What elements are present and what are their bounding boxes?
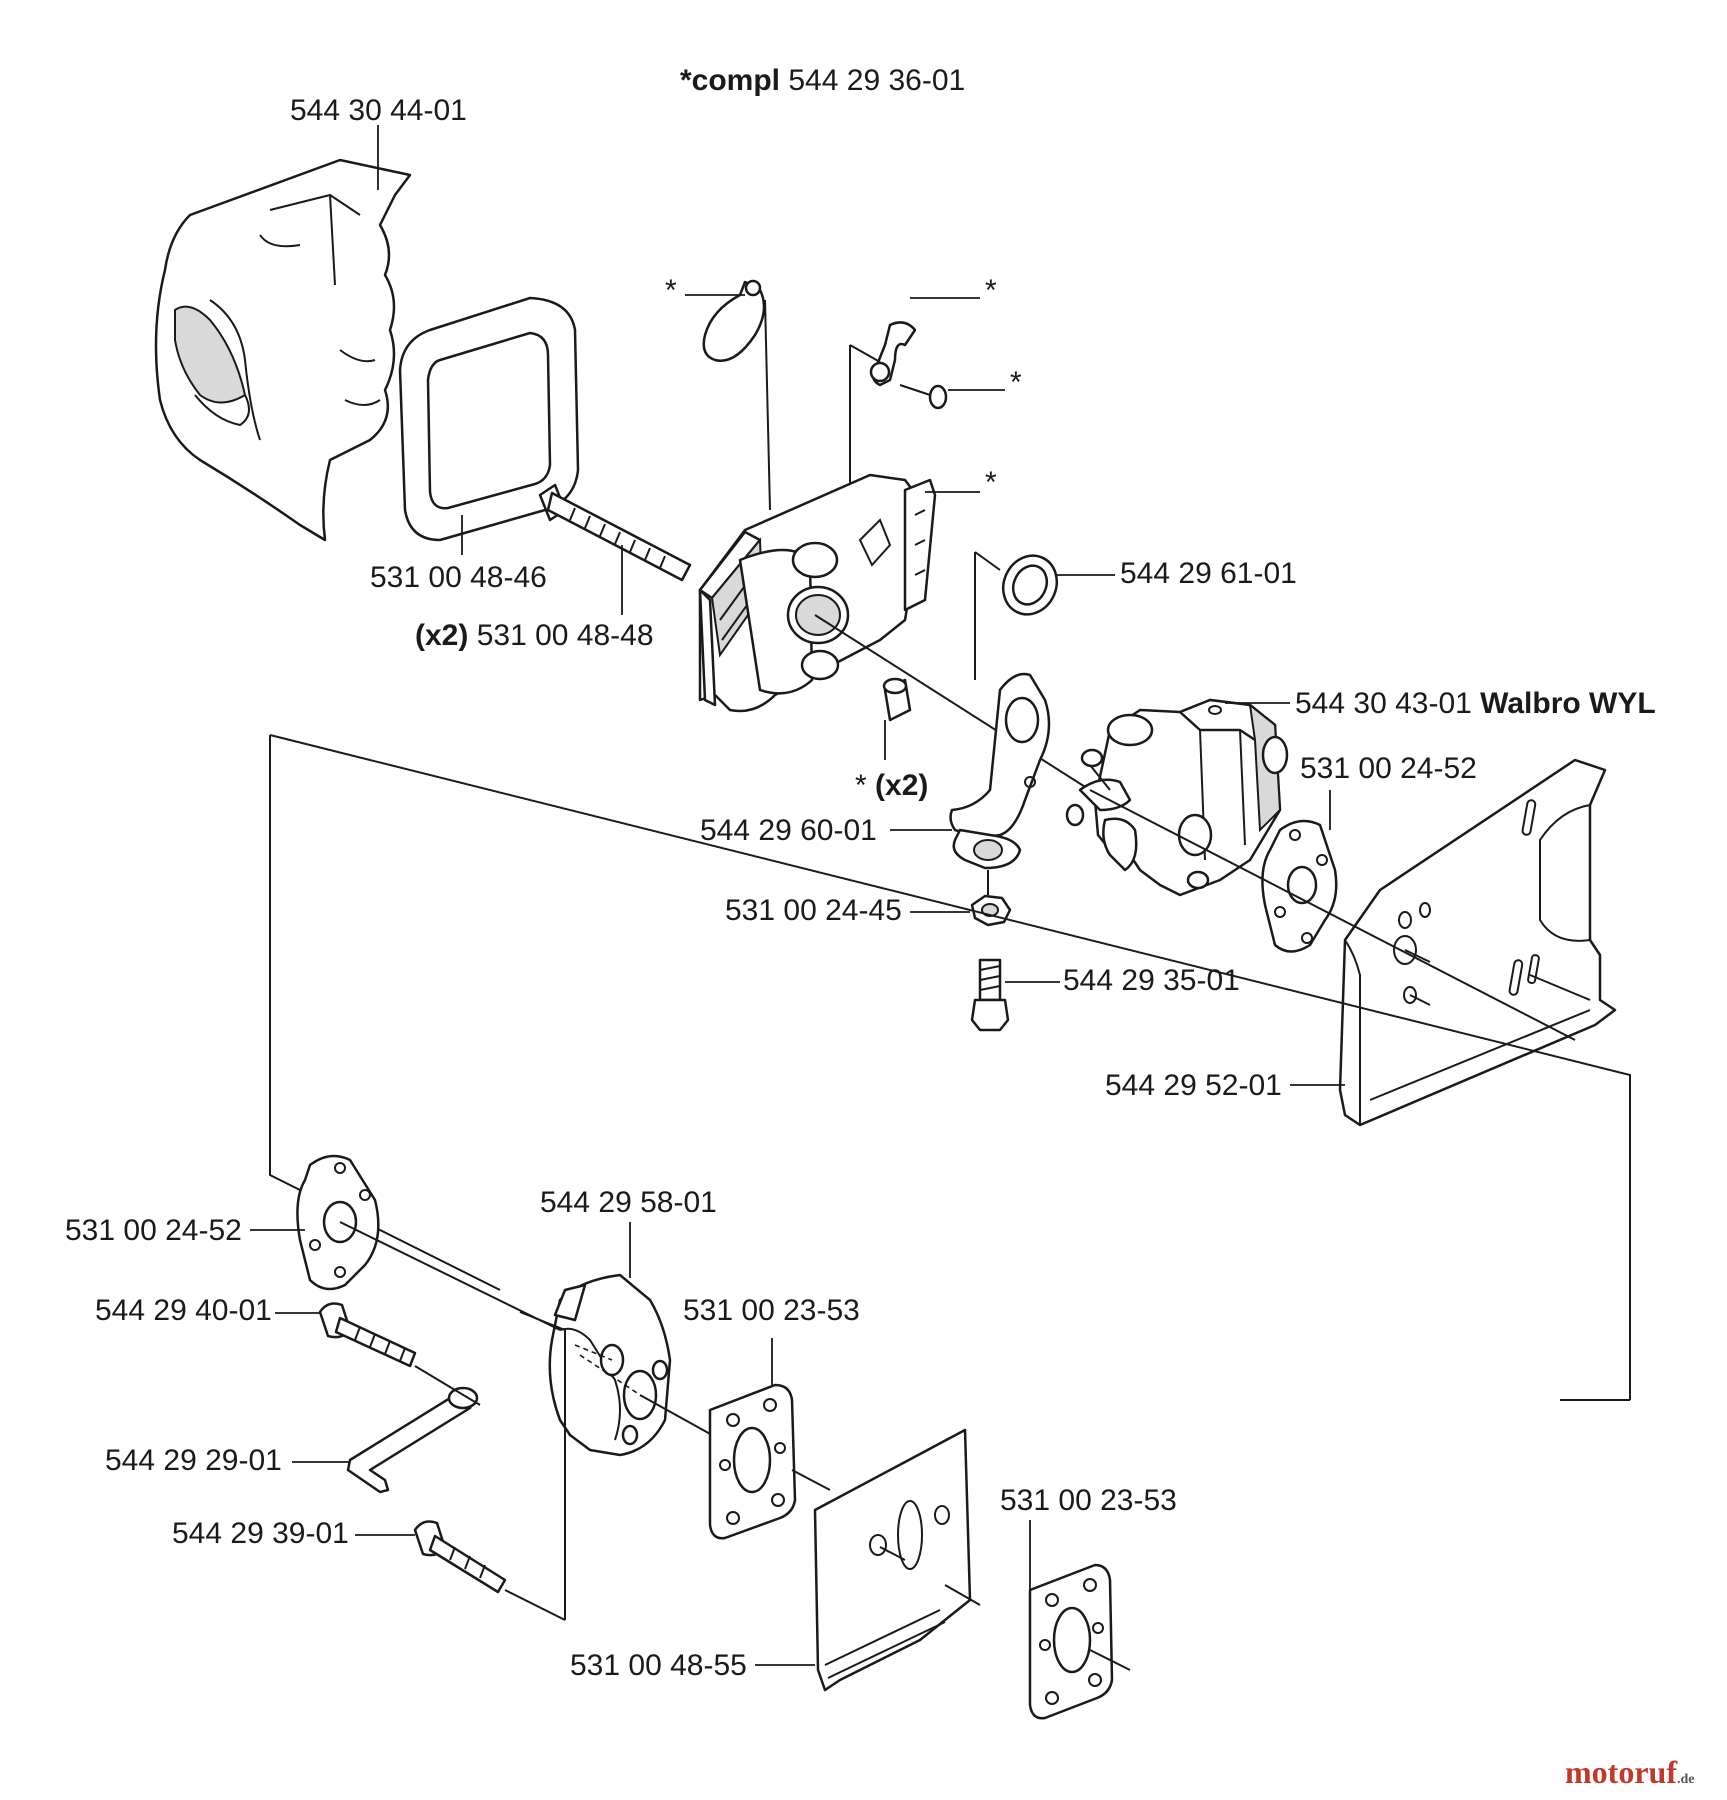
carburettor <box>1065 698 1289 897</box>
label-gasket-lower-left: 531 00 24-52 <box>65 1214 242 1247</box>
label-air-filter: 531 00 48-46 <box>370 561 547 594</box>
label-heat-shield-plate: 544 29 52-01 <box>1105 1069 1282 1102</box>
watermark-suffix: .de <box>1677 1772 1695 1787</box>
gasket-upper <box>1261 819 1338 953</box>
compl-number: 544 29 36-01 <box>788 64 965 97</box>
label-nut: 531 00 24-45 <box>725 894 902 927</box>
gasket-lower-left <box>296 1154 380 1291</box>
air-filter <box>398 296 580 542</box>
label-lever-star: * <box>985 274 997 307</box>
screw-qty: (x2) <box>415 619 468 652</box>
o-ring <box>1001 554 1059 616</box>
label-air-filter-cover: 544 30 44-01 <box>290 94 467 127</box>
label-spacer: * (x2) <box>855 769 928 802</box>
label-gasket-upper: 531 00 24-52 <box>1300 752 1477 785</box>
screw-long <box>538 483 692 582</box>
bracket <box>949 672 1051 870</box>
label-nipple: 544 29 35-01 <box>1063 964 1240 997</box>
nut <box>970 894 1012 927</box>
label-intake-adapter: 544 29 58-01 <box>540 1186 717 1219</box>
heat-shield-lower <box>813 1428 981 1692</box>
label-screw: (x2) 531 00 48-48 <box>415 619 654 652</box>
watermark: motoruf.de <box>1565 1754 1694 1790</box>
axis-lower-right-out <box>1089 1649 1131 1671</box>
label-choke-star: * <box>665 274 677 307</box>
axis-plate-hole-2 <box>1409 994 1431 1006</box>
axis-main-right <box>1089 789 1576 1041</box>
axis-lever-tie <box>849 344 881 363</box>
heat-shield-plate <box>1338 758 1617 1127</box>
label-carburettor: 544 30 43-01 Walbro WYL <box>1295 687 1656 720</box>
axis-bolt-lower <box>504 1589 566 1621</box>
label-throttle-link: 544 29 29-01 <box>105 1444 282 1477</box>
intake-adapter <box>548 1273 672 1457</box>
throttle-link <box>346 1386 479 1494</box>
air-filter-cover <box>154 158 412 542</box>
spacer-qty: (x2) <box>875 769 928 802</box>
compl-label: *compl 544 29 36-01 <box>680 64 965 97</box>
axis-mid-to-shield <box>791 1469 831 1491</box>
watermark-text: motoruf <box>1565 1754 1677 1790</box>
gasket-mid <box>708 1383 797 1540</box>
label-filter-holder-star: * <box>985 466 997 499</box>
label-gasket-lower-right: 531 00 23-53 <box>1000 1484 1177 1517</box>
choke-lever <box>869 321 917 387</box>
lever-screw <box>899 384 948 410</box>
label-lever-screw-star: * <box>1010 366 1022 399</box>
axis-adapter-side <box>519 1311 566 1620</box>
carburettor-number: 544 30 43-01 <box>1295 687 1472 720</box>
label-heat-shield-lower: 531 00 48-55 <box>570 1649 747 1682</box>
frame-left <box>269 735 501 1291</box>
axis-holder-tie <box>974 551 1001 571</box>
carburettor-model: Walbro WYL <box>1480 687 1656 720</box>
axis-choke <box>764 299 771 511</box>
label-bolt-lower: 544 29 39-01 <box>172 1517 349 1550</box>
axis-plate-hole <box>1404 949 1431 963</box>
frame-top <box>269 734 1631 1400</box>
label-bolt-upper: 544 29 40-01 <box>95 1294 272 1327</box>
nipple <box>970 958 1010 1032</box>
bolt-upper <box>318 1302 417 1368</box>
screw-number: 531 00 48-48 <box>477 619 654 652</box>
filter-holder <box>698 473 937 713</box>
axis-bolt-upper <box>414 1365 481 1406</box>
spacer-star: * <box>855 769 867 802</box>
label-o-ring: 544 29 61-01 <box>1120 557 1297 590</box>
spacer <box>882 677 912 722</box>
choke-knob <box>702 279 766 362</box>
gasket-lower-right <box>1028 1563 1114 1720</box>
label-gasket-mid: 531 00 23-53 <box>683 1294 860 1327</box>
bolt-lower <box>413 1520 507 1594</box>
label-bracket: 544 29 60-01 <box>700 814 877 847</box>
compl-prefix: *compl <box>680 64 780 97</box>
axis-main-upper <box>814 614 1091 791</box>
axis-lower-1 <box>339 1221 561 1331</box>
